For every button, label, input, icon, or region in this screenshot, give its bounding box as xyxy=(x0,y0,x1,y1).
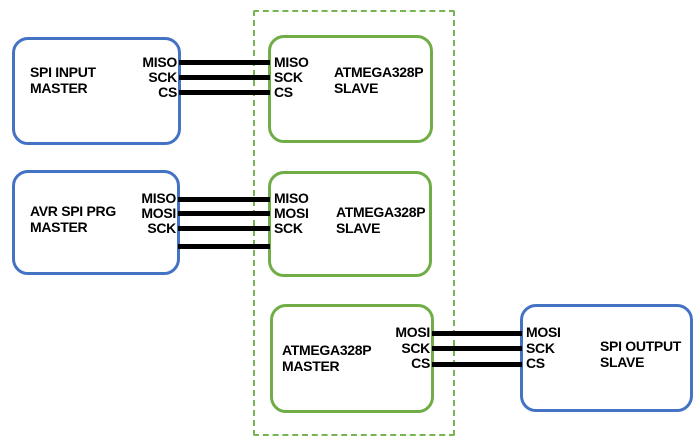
pin-label-miso: MISO xyxy=(274,54,309,70)
wire-row3-sck xyxy=(432,346,522,351)
pin-label-cs: CS xyxy=(411,355,430,371)
slave-group-boundary xyxy=(253,10,455,436)
pin-label-mosi: MOSI xyxy=(526,324,561,340)
node-subtitle: SLAVE xyxy=(600,354,645,370)
node-atmega328p-master: ATMEGA328P MASTER MOSI SCK CS xyxy=(270,304,434,413)
node-subtitle: MASTER xyxy=(30,219,88,235)
node-atmega328p-slave-top: ATMEGA328P SLAVE MISO SCK CS xyxy=(268,35,433,143)
node-title: ATMEGA328P xyxy=(282,342,372,358)
pin-label-mosi: MOSI xyxy=(141,205,176,221)
node-title: ATMEGA328P xyxy=(336,204,426,220)
node-title: SPI INPUT xyxy=(30,64,96,80)
wire-row2-extra xyxy=(178,244,270,249)
pin-label-cs: CS xyxy=(158,84,177,100)
pin-label-sck: SCK xyxy=(147,220,176,236)
pin-label-miso: MISO xyxy=(141,190,176,206)
node-atmega328p-slave-middle: ATMEGA328P SLAVE MISO MOSI SCK xyxy=(268,171,432,277)
pin-label-cs: CS xyxy=(274,84,293,100)
wire-row1-miso xyxy=(179,60,270,65)
wire-row3-cs xyxy=(432,362,522,367)
pin-label-mosi: MOSI xyxy=(395,324,430,340)
node-spi-input-master: SPI INPUT MASTER MISO SCK CS xyxy=(12,37,181,145)
pin-label-mosi: MOSI xyxy=(274,205,309,221)
wire-row1-cs xyxy=(179,90,270,95)
node-subtitle: MASTER xyxy=(30,80,88,96)
pin-label-sck: SCK xyxy=(526,339,555,356)
node-subtitle: MASTER xyxy=(282,358,340,374)
pin-label-sck: SCK xyxy=(274,220,303,236)
wire-row1-sck xyxy=(179,75,270,80)
node-title: ATMEGA328P xyxy=(334,64,424,80)
node-avr-spi-prg-master: AVR SPI PRG MASTER MISO MOSI SCK xyxy=(12,170,180,275)
wire-row2-sck xyxy=(178,226,270,231)
node-spi-output-slave: SPI OUTPUT SLAVE MOSI SCK CS xyxy=(520,304,693,412)
pin-label-sck: SCK xyxy=(274,69,303,85)
node-title: AVR SPI PRG xyxy=(30,203,116,219)
pin-label-sck: SCK xyxy=(148,69,177,85)
pin-label-miso: MISO xyxy=(274,190,309,206)
pin-label-cs: CS xyxy=(526,355,545,371)
wire-row2-mosi xyxy=(178,211,270,216)
node-subtitle: SLAVE xyxy=(334,80,379,96)
node-subtitle: SLAVE xyxy=(336,220,381,236)
node-title: SPI OUTPUT xyxy=(600,338,682,354)
pin-label-miso: MISO xyxy=(142,54,177,70)
wire-row3-mosi xyxy=(432,331,522,336)
pin-label-sck: SCK xyxy=(401,339,430,356)
wire-row2-miso xyxy=(178,197,270,202)
